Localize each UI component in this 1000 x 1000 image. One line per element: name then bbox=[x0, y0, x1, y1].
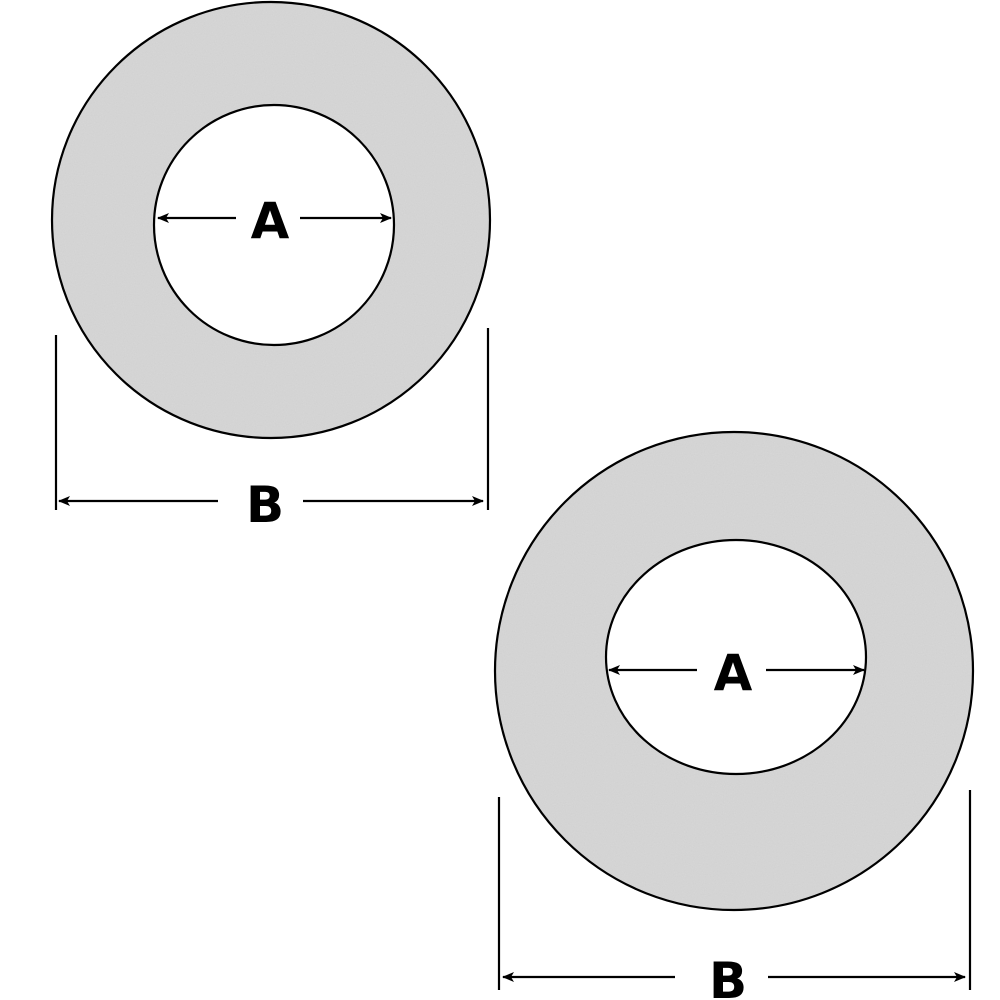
dimension-a: A bbox=[157, 192, 392, 250]
outer-edge bbox=[50, 0, 492, 440]
washer-ring-texture bbox=[51, 1, 491, 439]
dimension-b: B bbox=[497, 790, 972, 1000]
washer-top-left: A B bbox=[50, 0, 492, 534]
washer-ring-texture bbox=[495, 432, 973, 910]
outer-edge bbox=[493, 430, 975, 912]
inner-edge bbox=[604, 538, 868, 776]
dimension-a: A bbox=[608, 644, 865, 702]
washer-bottom-right: A B bbox=[493, 430, 975, 1000]
dimension-b: B bbox=[54, 328, 490, 534]
dimension-a-label: A bbox=[251, 192, 290, 250]
dimension-a-label: A bbox=[714, 644, 753, 702]
dimension-b-label: B bbox=[246, 476, 284, 534]
dimension-b-label: B bbox=[709, 952, 747, 1000]
inner-edge bbox=[152, 103, 396, 347]
